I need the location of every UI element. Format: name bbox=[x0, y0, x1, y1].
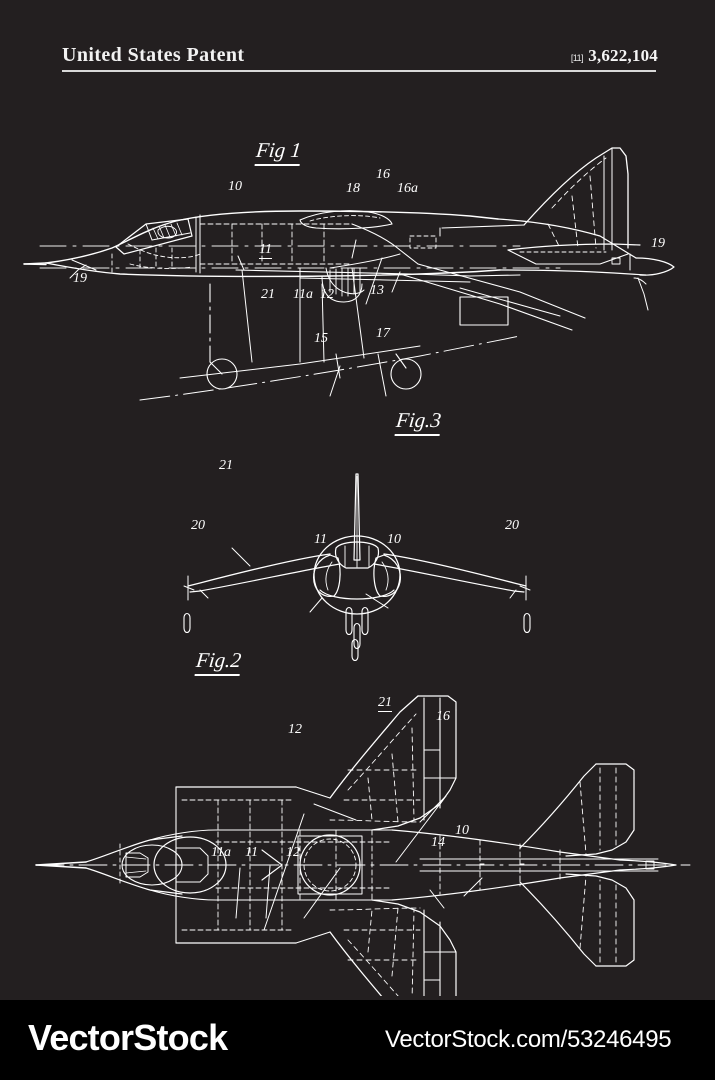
reference-numeral: 10 bbox=[455, 823, 469, 838]
reference-numeral: 16 bbox=[376, 167, 390, 182]
reference-numeral: 19 bbox=[73, 271, 87, 286]
reference-numeral: 15 bbox=[314, 331, 328, 346]
reference-numeral: 16 bbox=[436, 709, 450, 724]
reference-numeral: 12 bbox=[288, 722, 302, 737]
patent-number: 3,622,104 bbox=[588, 46, 658, 65]
patent-number-bracket-label: [11] bbox=[570, 53, 584, 63]
reference-numeral: 11 bbox=[245, 845, 258, 860]
reference-numeral: 11 bbox=[314, 532, 327, 547]
vectorstock-logo: VectorStock bbox=[28, 1017, 228, 1058]
reference-numeral: 12 bbox=[320, 287, 334, 302]
reference-numeral: 21 bbox=[261, 287, 275, 302]
reference-numeral: 13 bbox=[370, 283, 384, 298]
reference-numeral: 11a bbox=[211, 845, 231, 860]
reference-numeral: 16a bbox=[397, 181, 418, 196]
reference-numeral: 11 bbox=[259, 242, 272, 259]
reference-numeral: 18 bbox=[346, 181, 360, 196]
reference-numeral: 17 bbox=[376, 326, 390, 341]
fig3-front-view-drawing bbox=[183, 473, 531, 662]
technical-drawing-svg bbox=[23, 147, 691, 996]
reference-numeral: 10 bbox=[387, 532, 401, 547]
patent-drawing-area bbox=[0, 78, 715, 996]
reference-numeral: 21 bbox=[219, 458, 233, 473]
patent-header: United States Patent [11] 3,622,104 bbox=[0, 0, 715, 80]
fig1-caption: Fig 1 bbox=[254, 138, 303, 166]
page-title: United States Patent bbox=[62, 44, 245, 66]
patent-number-group: [11] 3,622,104 bbox=[571, 46, 658, 66]
watermark-footer: VectorStock VectorStock.com/53246495 bbox=[0, 1000, 715, 1080]
reference-numeral: 20 bbox=[191, 518, 205, 533]
fig2-plan-view-drawing bbox=[35, 695, 691, 996]
reference-numeral: 12 bbox=[286, 845, 300, 860]
reference-numeral: 21 bbox=[378, 695, 392, 712]
reference-numeral: 14 bbox=[431, 835, 445, 850]
vectorstock-url: VectorStock.com/53246495 bbox=[385, 1026, 672, 1053]
header-divider bbox=[62, 70, 656, 72]
fig2-caption: Fig.2 bbox=[194, 648, 243, 676]
reference-numeral: 19 bbox=[651, 236, 665, 251]
fig3-caption: Fig.3 bbox=[394, 408, 443, 436]
reference-numeral: 11a bbox=[293, 287, 313, 302]
reference-numeral: 20 bbox=[505, 518, 519, 533]
reference-numeral: 10 bbox=[228, 179, 242, 194]
fig1-side-view-drawing bbox=[23, 147, 675, 401]
